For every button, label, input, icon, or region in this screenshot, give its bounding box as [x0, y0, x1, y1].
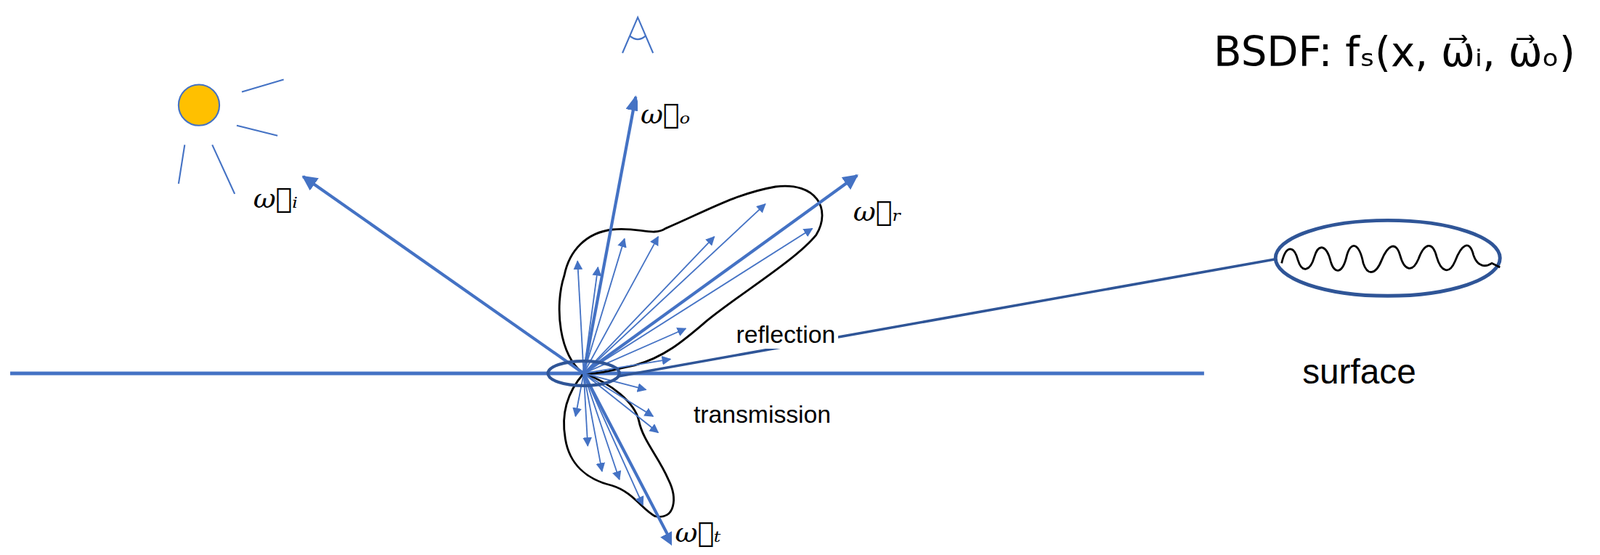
- direction-label: ω⃗ₒ: [637, 98, 693, 131]
- viewer-symbol: [622, 17, 653, 54]
- direction-arrows: [302, 96, 858, 546]
- transmission-lobe: [563, 373, 674, 517]
- formula-title: BSDF: fₛ(x, ω⃗ᵢ, ω⃗ₒ): [1210, 29, 1579, 77]
- surface-label: surface: [1299, 352, 1420, 393]
- region-label: reflection: [732, 320, 839, 349]
- zoom-ellipse: [547, 360, 619, 386]
- sun-symbol: [178, 79, 284, 194]
- direction-label: ω⃗ₜ: [671, 517, 724, 550]
- direction-label: ω⃗ᵣ: [850, 196, 905, 229]
- direction-label: ω⃗ᵢ: [250, 183, 301, 215]
- region-label: transmission: [690, 400, 834, 429]
- magnified-ellipse: [1275, 220, 1500, 296]
- leader-line: [617, 259, 1276, 377]
- microsurface-curve: [1281, 245, 1501, 273]
